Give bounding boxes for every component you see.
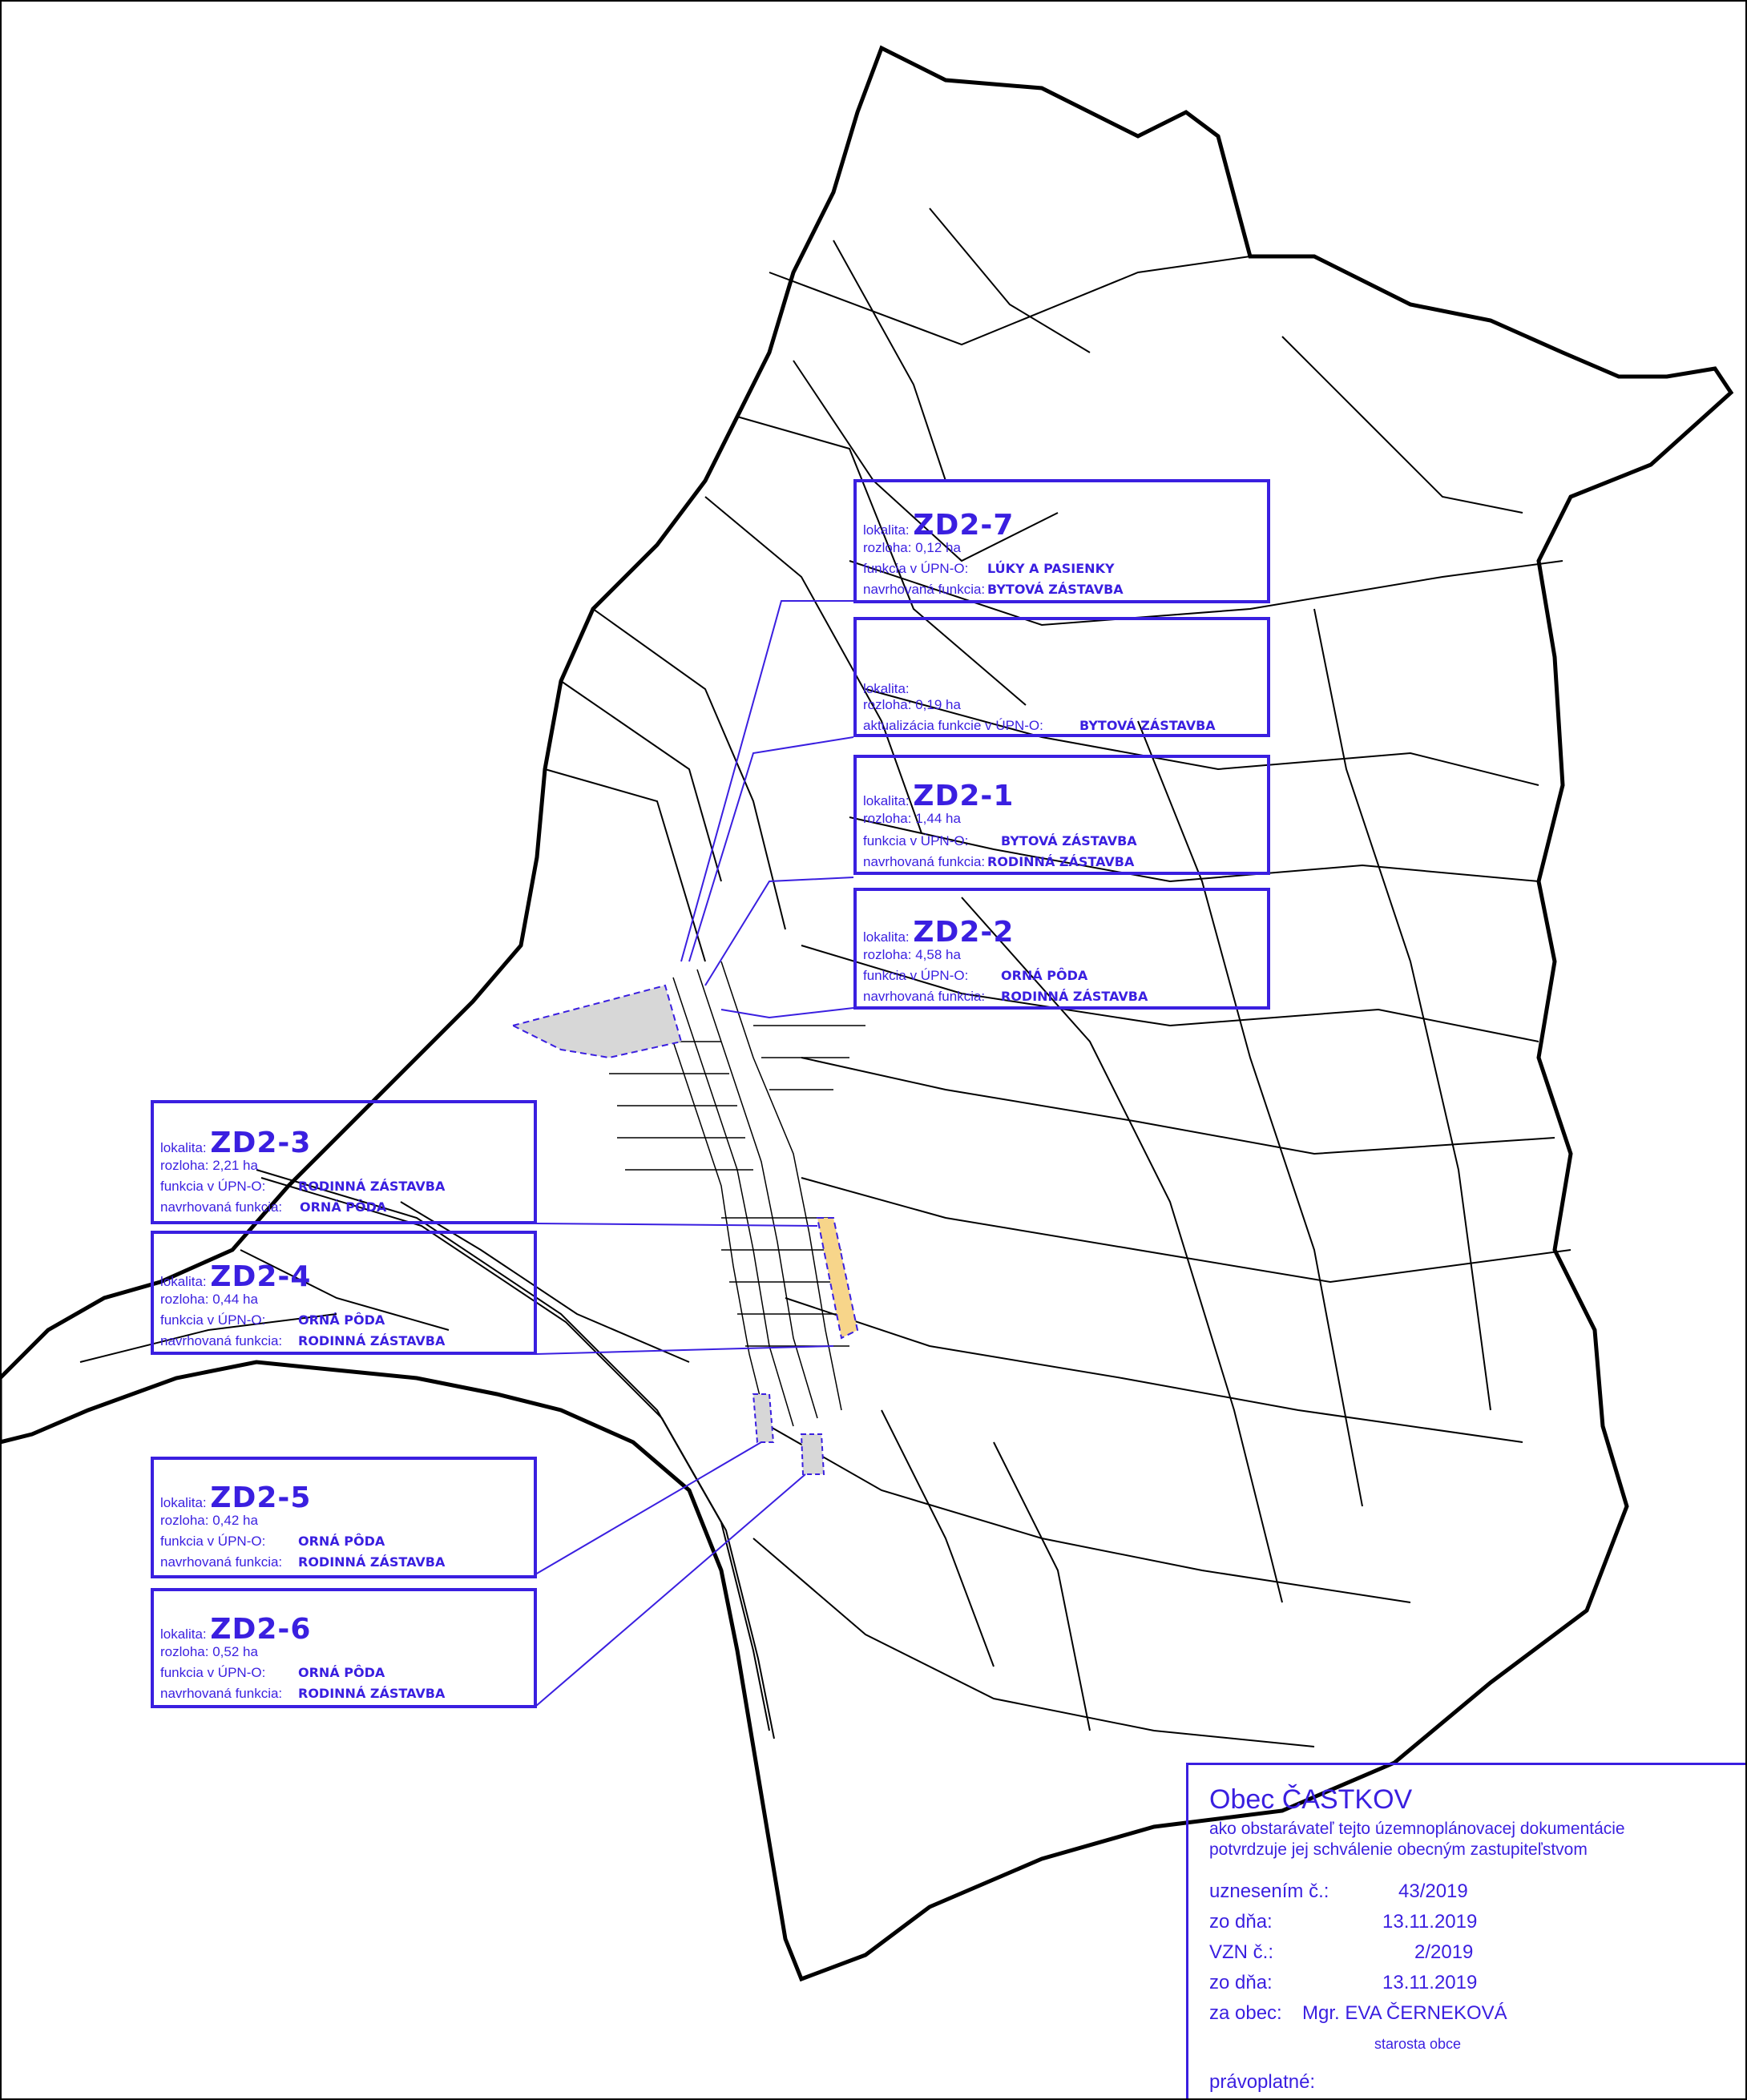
label: funkcia v ÚPN-O: bbox=[160, 1534, 266, 1549]
label: lokalita: bbox=[863, 681, 910, 696]
value: ORNÁ PÔDA bbox=[298, 1665, 385, 1680]
value: RODINNÁ ZÁSTAVBA bbox=[298, 1179, 446, 1194]
value: RODINNÁ ZÁSTAVBA bbox=[1001, 989, 1148, 1004]
locality-code: ZD2-2 bbox=[913, 916, 1015, 949]
value: RODINNÁ ZÁSTAVBA bbox=[298, 1686, 446, 1701]
area-highlight-zd2-4 bbox=[816, 1217, 859, 1340]
label: lokalita: bbox=[160, 1626, 207, 1642]
label: rozloha: 0,19 ha bbox=[863, 697, 961, 712]
label: navrhovaná funkcia: bbox=[160, 1686, 283, 1701]
locality-box-zd2-4: lokalita: ZD2-4 rozloha: 0,44 ha funkcia… bbox=[151, 1231, 537, 1355]
label: lokalita: bbox=[160, 1495, 207, 1510]
date-value: 13.11.2019 bbox=[1382, 1911, 1478, 1933]
leader-lines bbox=[535, 600, 854, 1707]
label: rozloha: 1,44 ha bbox=[863, 811, 961, 826]
value: BYTOVÁ ZÁSTAVBA bbox=[987, 582, 1124, 597]
locality-box-zd2-2: lokalita: ZD2-2 rozloha: 4,58 ha funkcia… bbox=[853, 888, 1270, 1010]
area-shaded-zd2-5 bbox=[752, 1393, 775, 1443]
vzn-label: VZN č.: bbox=[1209, 1941, 1274, 1963]
label: funkcia v ÚPN-O: bbox=[160, 1179, 266, 1194]
label: navrhovaná funkcia: bbox=[863, 582, 986, 597]
label: navrhovaná funkcia: bbox=[160, 1554, 283, 1570]
label: funkcia v ÚPN-O: bbox=[863, 968, 969, 983]
locality-box-zd2-5: lokalita: ZD2-5 rozloha: 0,42 ha funkcia… bbox=[151, 1457, 537, 1578]
date-label: zo dňa: bbox=[1209, 1972, 1273, 1993]
value: RODINNÁ ZÁSTAVBA bbox=[298, 1333, 446, 1348]
locality-code: ZD2-1 bbox=[913, 780, 1015, 812]
label: rozloha: 0,52 ha bbox=[160, 1644, 258, 1659]
label: lokalita: bbox=[863, 522, 910, 538]
resolution-value: 43/2019 bbox=[1398, 1880, 1468, 1902]
signer-name: Mgr. EVA ČERNEKOVÁ bbox=[1302, 2002, 1507, 2024]
locality-box-zd2-1: lokalita: ZD2-1 rozloha: 1,44 ha funkcia… bbox=[853, 755, 1270, 875]
signer-role: starosta obce bbox=[1374, 2036, 1462, 2052]
locality-box-unlabeled: lokalita: rozloha: 0,19 ha aktualizácia … bbox=[853, 617, 1270, 737]
date-label: zo dňa: bbox=[1209, 1911, 1273, 1933]
locality-box-zd2-3: lokalita: ZD2-3 rozloha: 2,21 ha funkcia… bbox=[151, 1100, 537, 1224]
label: navrhovaná funkcia: bbox=[160, 1333, 283, 1348]
value: ORNÁ PÔDA bbox=[298, 1534, 385, 1549]
label: navrhovaná funkcia: bbox=[863, 989, 986, 1004]
label: funkcia v ÚPN-O: bbox=[160, 1312, 266, 1328]
value: ORNÁ PÔDA bbox=[1001, 968, 1088, 983]
locality-code: ZD2-3 bbox=[210, 1127, 312, 1159]
label: lokalita: bbox=[160, 1274, 207, 1289]
label: lokalita: bbox=[863, 793, 910, 808]
locality-code: ZD2-5 bbox=[210, 1481, 312, 1514]
label: funkcia v ÚPN-O: bbox=[863, 833, 969, 848]
label: navrhovaná funkcia: bbox=[160, 1199, 283, 1215]
value: RODINNÁ ZÁSTAVBA bbox=[987, 854, 1135, 869]
label: lokalita: bbox=[160, 1140, 207, 1155]
label: lokalita: bbox=[863, 929, 910, 945]
signer-label: za obec: bbox=[1209, 2002, 1282, 2024]
area-shaded-zd2-3 bbox=[510, 984, 683, 1059]
vzn-value: 2/2019 bbox=[1414, 1941, 1474, 1963]
cadastral-boundary bbox=[0, 45, 1734, 1982]
value: LÚKY A PASIENKY bbox=[987, 561, 1115, 576]
value: BYTOVÁ ZÁSTAVBA bbox=[1001, 833, 1137, 848]
parcel-lines bbox=[79, 208, 1571, 1747]
approval-line-1: ako obstarávateľ tejto územnoplánovacej … bbox=[1209, 1820, 1625, 1838]
label: rozloha: 0,44 ha bbox=[160, 1292, 258, 1307]
area-shaded-zd2-6 bbox=[800, 1433, 825, 1475]
approval-line-2: potvrdzuje jej schválenie obecným zastup… bbox=[1209, 1840, 1588, 1859]
approval-title: Obec ČASTKOV bbox=[1209, 1784, 1413, 1815]
road bbox=[256, 1169, 775, 1739]
label: rozloha: 0,12 ha bbox=[863, 540, 961, 555]
locality-code: ZD2-7 bbox=[913, 509, 1015, 542]
label: aktualizácia funkcie v ÚPN-O: bbox=[863, 718, 1043, 733]
value: BYTOVÁ ZÁSTAVBA bbox=[1079, 718, 1216, 733]
label: rozloha: 2,21 ha bbox=[160, 1158, 258, 1173]
label: funkcia v ÚPN-O: bbox=[160, 1665, 266, 1680]
approval-block: Obec ČASTKOV ako obstarávateľ tejto územ… bbox=[1186, 1763, 1747, 2100]
locality-box-zd2-7: lokalita: ZD2-7 rozloha: 0,12 ha funkcia… bbox=[853, 479, 1270, 603]
value: RODINNÁ ZÁSTAVBA bbox=[298, 1554, 446, 1570]
locality-code: ZD2-6 bbox=[210, 1613, 312, 1646]
label: navrhovaná funkcia: bbox=[863, 854, 986, 869]
value: ORNÁ PÔDA bbox=[298, 1312, 385, 1328]
date-value: 13.11.2019 bbox=[1382, 1972, 1478, 1993]
locality-code: ZD2-4 bbox=[210, 1260, 312, 1293]
label: rozloha: 0,42 ha bbox=[160, 1513, 258, 1528]
resolution-label: uznesením č.: bbox=[1209, 1880, 1329, 1902]
locality-box-zd2-6: lokalita: ZD2-6 rozloha: 0,52 ha funkcia… bbox=[151, 1588, 537, 1708]
value: ORNÁ PÔDA bbox=[300, 1199, 387, 1215]
label: rozloha: 4,58 ha bbox=[863, 947, 961, 962]
validity-label: právoplatné: bbox=[1209, 2071, 1316, 2093]
label: funkcia v ÚPN-O: bbox=[863, 561, 969, 576]
